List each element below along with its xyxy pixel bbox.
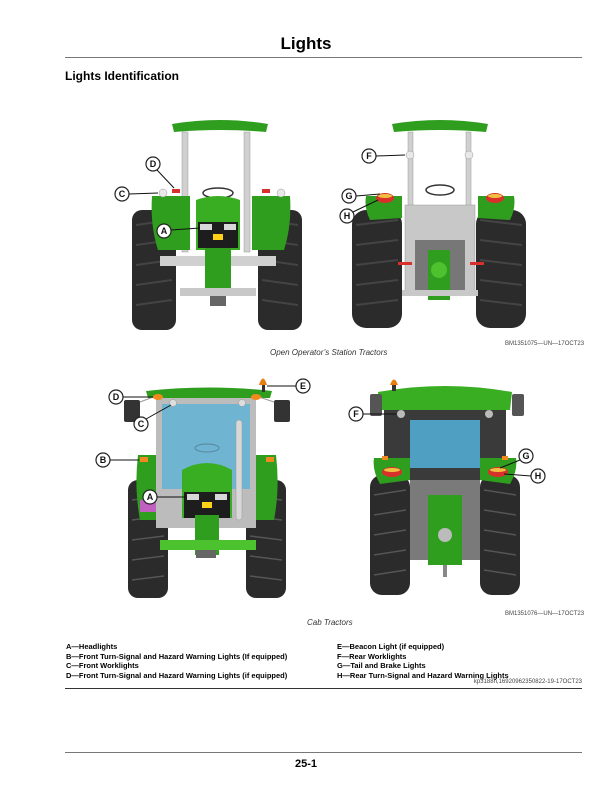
cab-rear-callout-h: H [503, 468, 546, 484]
legend-item-f: F—Rear Worklights [337, 651, 407, 661]
legend-ref-code: kp3188h,16920962350822-19-17OCT23 [473, 679, 582, 685]
open-station-figure: D C A [114, 120, 526, 330]
figure-1-caption: Open Operator’s Station Tractors [270, 348, 388, 357]
svg-text:C: C [138, 419, 145, 429]
legend-right-column: E—Beacon Light (if equipped) F—Rear Work… [337, 642, 509, 680]
svg-text:A: A [161, 226, 168, 236]
open-station-rear-view [352, 120, 526, 328]
page-number: 25-1 [294, 758, 318, 770]
open-front-callout-c: C [114, 186, 159, 202]
figure-2-caption: Cab Tractors [307, 618, 353, 627]
open-front-callout-a: A [156, 223, 201, 239]
cab-figure: D C E B A [95, 378, 546, 598]
cab-front-callout-b: B [95, 452, 139, 468]
title-divider [65, 57, 582, 58]
legend-item-h: H—Rear Turn-Signal and Hazard Warning Li… [337, 670, 509, 680]
footer-divider [65, 752, 582, 753]
legend-item-c: C—Front Worklights [66, 661, 139, 670]
cab-front-callout-c: C [133, 404, 172, 432]
legend-item-b: B—Front Turn-Signal and Hazard Warning L… [66, 651, 288, 661]
cab-front-callout-e: E [267, 378, 311, 394]
svg-text:A: A [147, 492, 154, 502]
legend-left-column: A—Headlights B—Front Turn-Signal and Haz… [66, 642, 287, 680]
svg-text:E: E [300, 381, 306, 391]
cab-front-callout-d: D [108, 389, 153, 405]
cab-front-view [124, 378, 290, 598]
legend-divider [65, 688, 582, 689]
svg-text:B: B [100, 455, 107, 465]
open-rear-callout-f: F [361, 148, 406, 164]
svg-text:F: F [366, 151, 372, 161]
svg-text:D: D [113, 392, 120, 402]
legend-item-d: D—Front Turn-Signal and Hazard Warning L… [66, 670, 288, 680]
open-front-callout-d: D [145, 156, 175, 189]
open-station-front-view [132, 120, 302, 330]
cab-rear-view [370, 379, 524, 595]
svg-text:G: G [522, 451, 529, 461]
svg-text:G: G [345, 191, 352, 201]
svg-text:D: D [150, 159, 157, 169]
legend-item-g: G—Tail and Brake Lights [337, 661, 426, 670]
legend-item-a: A—Headlights [66, 642, 118, 651]
svg-text:F: F [353, 409, 359, 419]
cab-rear-callout-g: G [499, 448, 534, 469]
svg-text:H: H [535, 471, 542, 481]
cab-rear-callout-f: F [348, 406, 396, 422]
figure-2-ref-code: BM1351076—UN—17OCT23 [505, 611, 585, 617]
open-rear-callout-g: G [341, 188, 381, 204]
section-title: Lights Identification [65, 69, 179, 83]
svg-text:H: H [344, 211, 351, 221]
figure-1-ref-code: BM1351075—UN—17OCT23 [505, 341, 585, 347]
svg-text:C: C [119, 189, 126, 199]
open-rear-callout-h: H [339, 199, 379, 224]
legend-item-e: E—Beacon Light (if equipped) [337, 642, 445, 651]
cab-front-callout-a: A [142, 489, 186, 505]
page-title: Lights [280, 34, 332, 53]
